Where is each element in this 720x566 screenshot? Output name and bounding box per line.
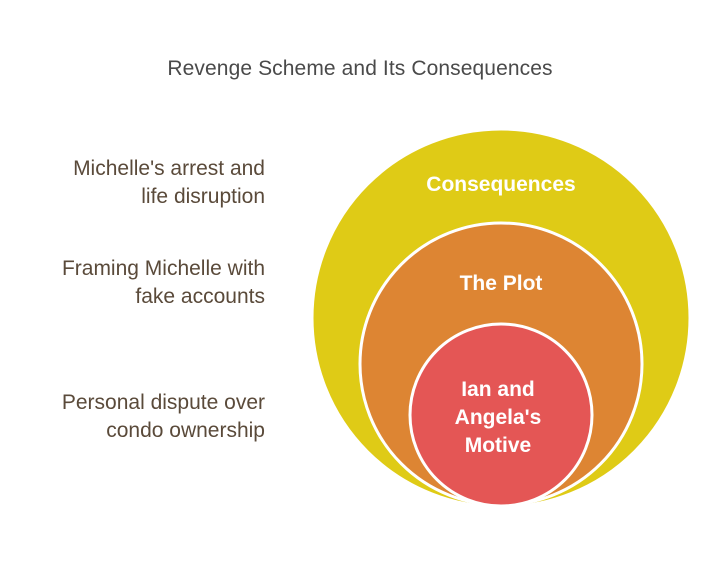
plot-description: Framing Michelle with fake accounts	[61, 257, 265, 308]
diagram-title: Revenge Scheme and Its Consequences	[167, 57, 553, 80]
consequences-description: Michelle's arrest and life disruption	[73, 157, 265, 208]
motive-label-line-3: Motive	[465, 434, 532, 457]
inner-circle-motive	[408, 322, 594, 508]
motive-label-line-1: Ian and	[461, 378, 535, 401]
plot-label: The Plot	[460, 272, 543, 295]
motive-description: Personal dispute over condo ownership	[61, 391, 265, 442]
consequences-label: Consequences	[426, 173, 575, 196]
motive-label-line-2: Angela's	[455, 406, 542, 429]
